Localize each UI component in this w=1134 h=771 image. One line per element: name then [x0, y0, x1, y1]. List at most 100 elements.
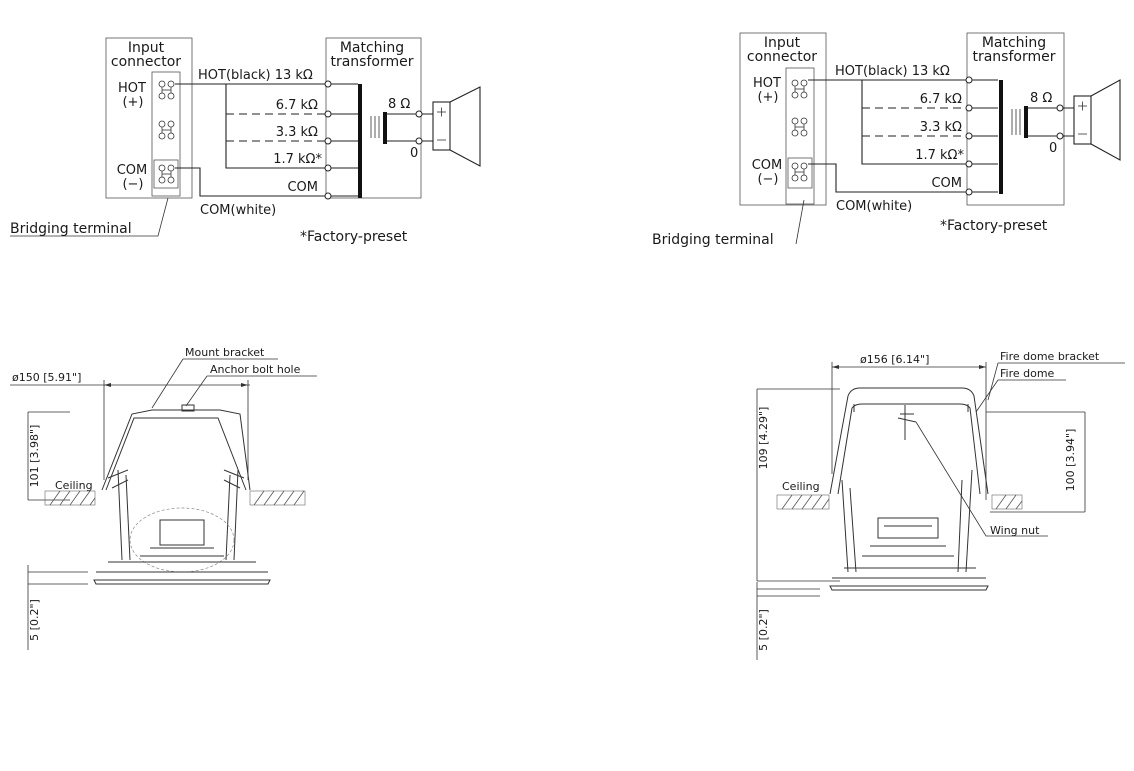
hot-label: HOT: [118, 81, 146, 96]
secondary-leads: [1028, 107, 1057, 137]
terminal-strip: [151, 71, 181, 197]
terminal-com: [791, 162, 808, 182]
ceiling-left-slab: [776, 494, 830, 510]
output-node-zero: [1056, 132, 1064, 140]
fire-dome-bracket-leader: [987, 362, 1125, 401]
anchor-bolt-leader: [185, 375, 317, 407]
hot-wire-label: HOT(black) 13 kΩ: [198, 68, 313, 83]
flange-dimension: [756, 582, 820, 660]
tap-label-com: COM: [287, 180, 318, 195]
anchor-bolt-hole: [181, 404, 195, 412]
output-node-8ohm: [1056, 104, 1064, 112]
output-ohm-label: 8 Ω: [1030, 91, 1052, 106]
hot-sign: (+): [757, 90, 778, 105]
ceiling-right-slab: [991, 494, 1023, 510]
transformer-core: [370, 116, 380, 138]
tap-label-6k7: 6.7 kΩ: [276, 98, 318, 113]
input-connector-box: [739, 32, 827, 206]
input-connector-label-2: connector: [747, 49, 817, 65]
matching-transformer-label-2: transformer: [330, 54, 413, 70]
matching-transformer-label-2: transformer: [972, 49, 1055, 65]
tap-label-3k3: 3.3 kΩ: [920, 120, 962, 135]
matching-transformer-box: [325, 37, 422, 199]
com-wire: [175, 167, 325, 197]
tap-node-1k7: [965, 160, 973, 168]
hot-sign: (+): [122, 95, 143, 110]
clamp-arms: [107, 469, 245, 489]
ceiling-right-hatch: [995, 494, 1023, 510]
input-connector-label-1: Input: [764, 35, 801, 51]
com-sign: (−): [757, 172, 778, 187]
flange-dimension: [27, 565, 88, 650]
total-height-label: 109 [4.29"]: [757, 407, 770, 470]
ceiling-left-hatch: [49, 490, 96, 506]
bridging-terminal-leader: [795, 199, 805, 245]
ceiling-label: Ceiling: [782, 480, 820, 493]
bridging-terminal-label: Bridging terminal: [652, 232, 774, 248]
tap-label-1k7: 1.7 kΩ*: [273, 152, 322, 167]
com-wire: [808, 163, 966, 193]
clamp-rods: [841, 469, 973, 573]
tap-node-com: [965, 188, 973, 196]
mounting-drawing-right: ø156 [6.14"] Fire dome bracket Fire dome…: [756, 350, 1125, 660]
terminal-com-frame: [787, 157, 813, 189]
tap-node-com: [324, 192, 332, 200]
hot-wire-label: HOT(black) 13 kΩ: [835, 64, 950, 79]
input-connector-label-1: Input: [128, 40, 165, 56]
inner-height-label: 100 [3.94"]: [1064, 429, 1077, 492]
wiring-diagram-right: Input connector Matching transformer HOT…: [652, 32, 1121, 248]
terminal-strip: [785, 67, 815, 205]
terminal-com-frame: [153, 159, 179, 189]
output-node-zero: [415, 137, 423, 145]
wing-nut: [897, 405, 917, 440]
tap-node-3k3: [324, 137, 332, 145]
matching-transformer-label-1: Matching: [340, 40, 404, 56]
input-connector-box: [105, 37, 193, 199]
terminal-middle: [158, 120, 175, 140]
output-node-8ohm: [415, 110, 423, 118]
com-label: COM: [117, 163, 148, 178]
tap-node-3k3: [965, 132, 973, 140]
baffle-flange: [93, 561, 271, 585]
speaker-symbol: [1073, 79, 1121, 161]
output-ohm-label: 8 Ω: [388, 97, 410, 112]
baffle-flange: [829, 567, 989, 591]
output-zero-label: 0: [410, 146, 418, 161]
bridging-terminal-label: Bridging terminal: [10, 221, 132, 237]
factory-preset-note: *Factory-preset: [940, 218, 1048, 234]
flange-label: 5 [0.2"]: [28, 599, 41, 641]
clamp-rods: [117, 469, 239, 561]
speaker-leads: [1063, 107, 1074, 137]
transformer-core: [1011, 109, 1021, 135]
enclosure-outline: [105, 417, 247, 491]
mounting-drawing-left: Mount bracket Anchor bolt hole ø150 [5.9…: [10, 346, 317, 650]
input-connector-label-2: connector: [111, 54, 181, 70]
tap-label-com: COM: [931, 176, 962, 191]
speaker-driver: [140, 519, 224, 557]
terminal-middle: [791, 117, 808, 137]
terminal-hot: [791, 79, 808, 99]
wing-nut-label: Wing nut: [990, 524, 1040, 537]
mount-bracket-leader: [151, 358, 278, 409]
dome-rim: [853, 404, 969, 412]
matching-transformer-label-1: Matching: [982, 35, 1046, 51]
fire-dome-label: Fire dome: [1000, 367, 1055, 380]
ceiling-left-hatch: [781, 494, 830, 510]
fire-dome-bracket-outline: [829, 387, 989, 495]
height-label: 101 [3.98"]: [28, 425, 41, 488]
secondary-leads: [387, 113, 416, 142]
hot-label: HOT: [753, 76, 781, 91]
diameter-dimension: [10, 380, 250, 480]
fire-dome-outline: [837, 403, 981, 495]
speaker-driver: [862, 517, 954, 557]
com-sign: (−): [122, 177, 143, 192]
com-wire-label: COM(white): [200, 203, 276, 218]
ceiling-left-slab: [44, 490, 96, 506]
tap-node-13k: [965, 76, 973, 84]
wing-nut-leader: [915, 421, 1048, 537]
tap-node-1k7: [324, 164, 332, 172]
terminal-hot: [158, 80, 175, 100]
tap-node-13k: [324, 80, 332, 88]
inner-height-dimension: [986, 411, 1086, 513]
